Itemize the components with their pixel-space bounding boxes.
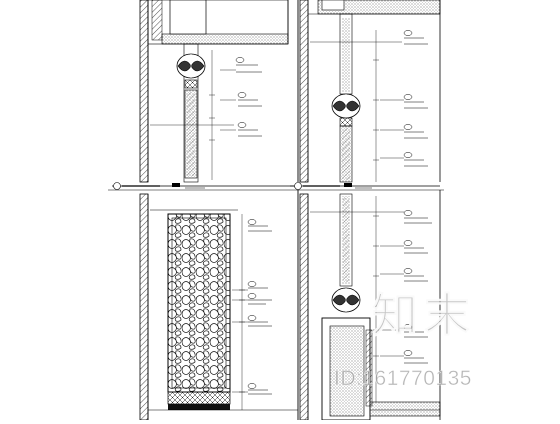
watermark-logo-char-2: 末 (424, 288, 471, 342)
panel-bottom-right (299, 190, 441, 421)
panel-bottom-left (139, 190, 299, 421)
watermark-logo-char-1: 知 (372, 288, 419, 342)
watermark-id: ID:161770135 (334, 367, 472, 390)
panel-top-right (290, 0, 441, 190)
panel-top-left (112, 0, 299, 190)
